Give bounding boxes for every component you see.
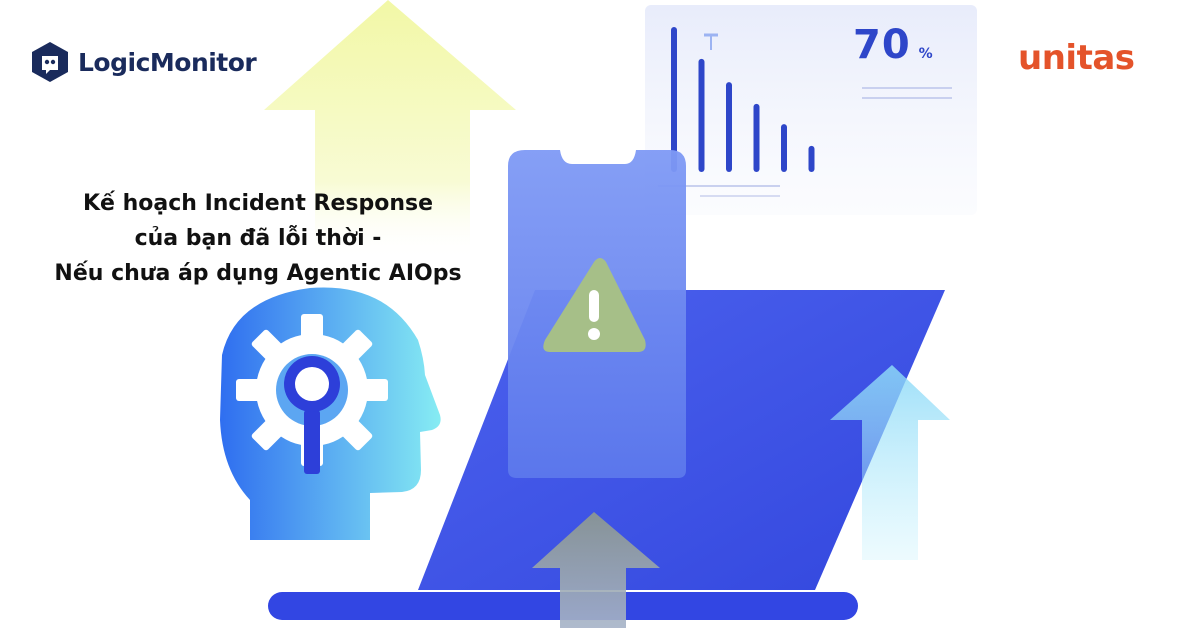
- dashboard-bar: [753, 103, 760, 172]
- unitas-wordmark: unitas: [1018, 38, 1135, 78]
- stat-readout: 70 %: [853, 22, 933, 68]
- stat-unit: %: [918, 46, 933, 62]
- magnifier-icon: [284, 356, 340, 474]
- headline-line: của bạn đã lỗi thời -: [134, 226, 382, 251]
- headline-line: Nếu chưa áp dụng Agentic AIOps: [54, 261, 462, 286]
- stat-value: 70: [853, 22, 911, 68]
- dashboard-bar: [726, 82, 732, 172]
- up-arrow-icon: [264, 0, 516, 260]
- logicmonitor-logo-icon: [32, 42, 68, 82]
- dashboard-bar: [671, 27, 677, 172]
- dashboard-bar: [808, 145, 815, 172]
- logicmonitor-wordmark: LogicMonitor: [78, 47, 257, 77]
- logicmonitor-brand: LogicMonitor: [30, 38, 257, 86]
- up-arrow-icon: [532, 512, 660, 628]
- dashboard-bar: [698, 58, 705, 172]
- headline: Kế hoạch Incident Response của bạn đã lỗ…: [8, 186, 508, 291]
- dashboard-bar: [781, 124, 787, 172]
- up-arrow-icon: [830, 365, 950, 560]
- warning-icon: [543, 258, 646, 352]
- headline-line: Kế hoạch Incident Response: [82, 191, 434, 216]
- bar-group: [671, 27, 815, 172]
